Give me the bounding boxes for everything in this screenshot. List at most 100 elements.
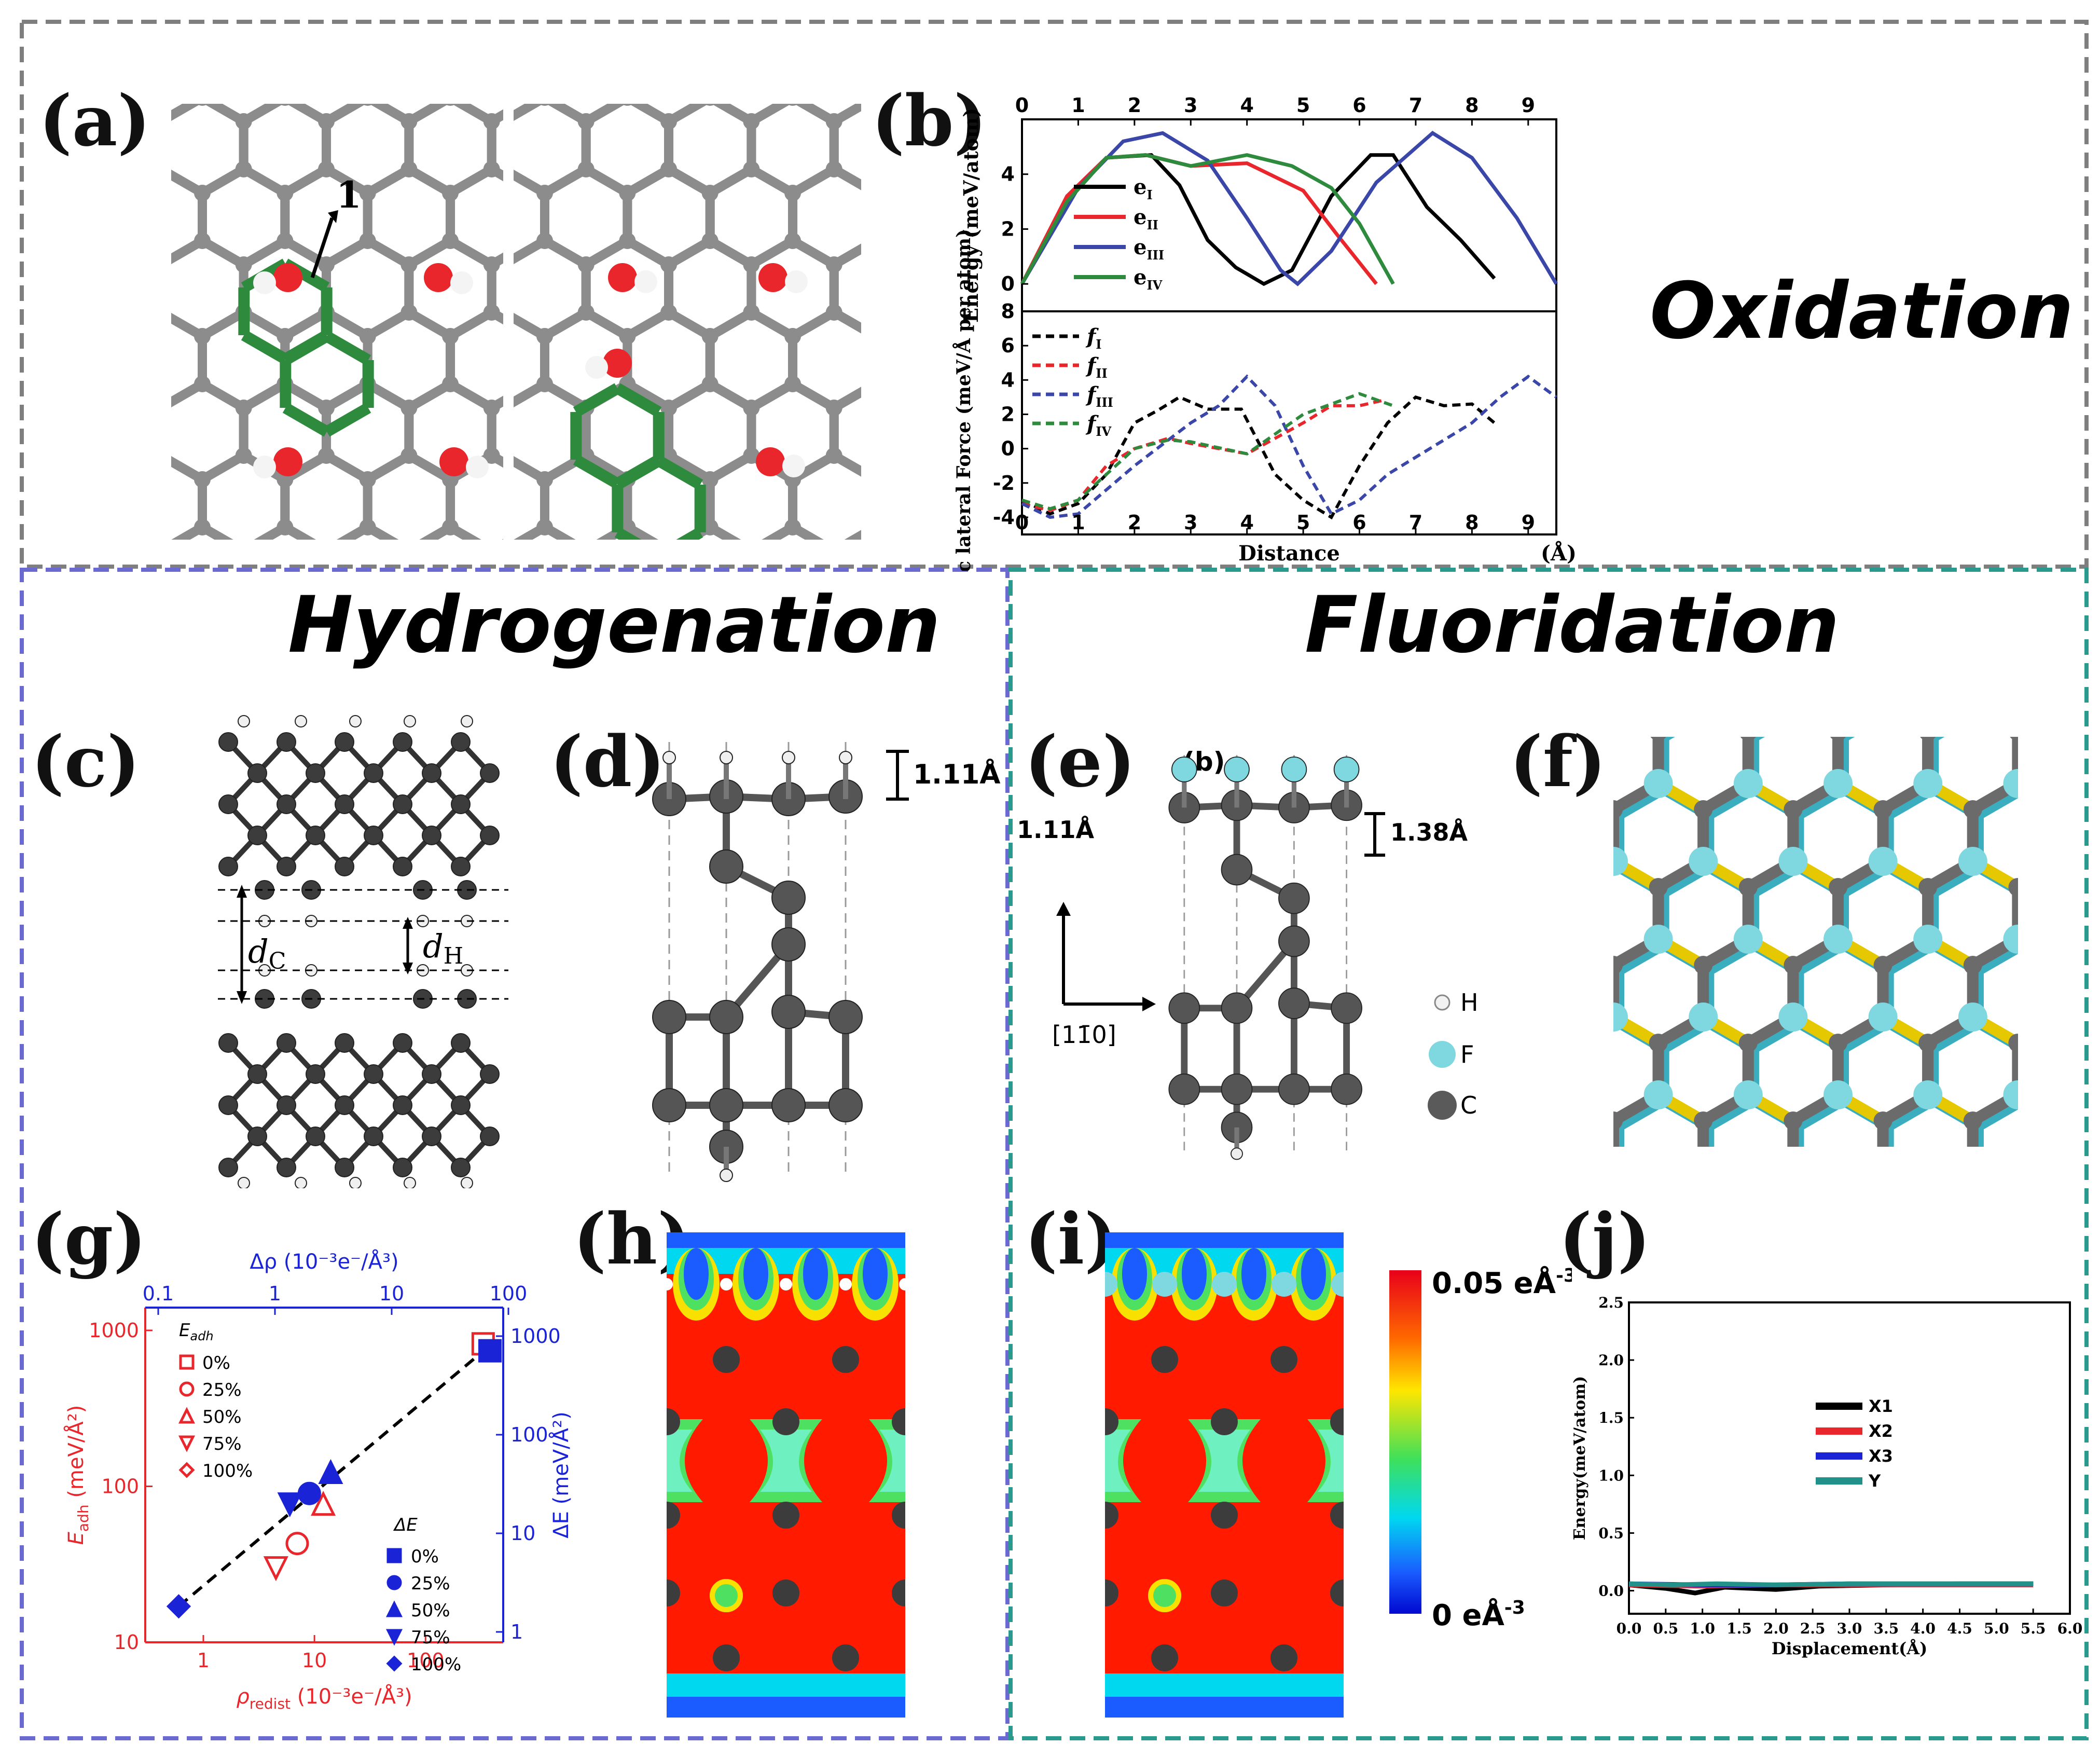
carbon-atom [318,256,335,273]
x-tick-label: 0 [1015,94,1029,117]
y-tick-label: -4 [993,506,1015,529]
legend-marker [385,1600,403,1617]
legend-marker [178,1435,196,1452]
x-tick-label: 5 [1296,511,1310,534]
carbon-atom [442,376,459,392]
density-lobe [684,1248,709,1300]
panel-d-atoms [652,742,863,1182]
carbon-atom [1613,800,1623,819]
carbon-atom [400,447,418,464]
density-lobe [743,1248,768,1300]
carbon-atom [235,113,252,130]
y2-axis-label: ΔE (meV/Å²) [548,1411,573,1538]
hydrogenation-border [20,568,1010,1740]
legend-label: 0% [411,1546,439,1567]
carbon-atom [483,447,500,464]
carbon-atom [772,1502,799,1529]
carbon-atom [1963,800,1982,819]
carbon-atom [2008,878,2018,897]
series-f_I [1021,395,1496,520]
hydrogen-atom [720,1278,733,1290]
panel-e-atoms [1168,755,1362,1160]
fluorine-atom [2003,769,2018,798]
carbon-atom [364,1127,383,1146]
panel-c-atoms [218,715,508,1188]
fluorine-atom [1224,756,1250,782]
section-title-oxidation: Oxidation [1650,266,2074,356]
carbon-atom [277,1158,296,1177]
carbon-atom [218,1095,238,1115]
hydrogen-atom [667,1278,673,1290]
carbon-atom [701,376,719,392]
bond-length-marker [886,750,909,801]
x-tick-label: 1 [1071,511,1085,534]
carbon-atom [771,881,806,915]
carbon-atom [536,376,553,392]
hydrogen-atom [720,751,733,764]
series-e_III [1020,131,1558,286]
x-tick-label: 1 [197,1649,210,1672]
legend-label: 50% [202,1407,242,1427]
carbon-atom [218,1158,238,1177]
carbon-atom [480,763,500,783]
data-point-de [166,1594,191,1619]
y-tick-label: 0.5 [1598,1524,1624,1542]
fluorine-atom [1331,1272,1344,1297]
y-tick-label: 1.0 [1598,1467,1624,1484]
legend-f-label: F [1460,1040,1474,1068]
carbon-atom [784,519,802,535]
fluorine-atom [1689,1002,1718,1032]
series-e_IV [1020,153,1395,285]
y-axis-label: Static lateral Force (meV/Å per atom) [953,229,975,571]
fluorine-atom [1913,925,1943,954]
x-tick-label: 1.0 [1690,1620,1715,1637]
density-waist [1318,1430,1344,1492]
hydrogen-atom [839,1278,852,1290]
carbon-atom [445,104,456,106]
hydrogen-atom [634,270,657,293]
legend-f-atom [1429,1041,1456,1068]
y-tick-label: 4 [1001,368,1015,391]
hydrogen-atom [785,270,808,293]
fluorine-atom [1152,1272,1177,1297]
carbon-atom [784,232,802,249]
data-point-de [277,1492,302,1518]
fluorine-atom [1823,1080,1853,1109]
carbon-atom [536,232,553,249]
carbon-atom [480,826,500,845]
x-tick-label: 3 [1184,94,1197,117]
oxygen-atom [758,263,788,292]
carbon-atom [660,256,678,273]
carbon-atom [247,1064,267,1084]
y-tick-label: 10 [114,1631,139,1654]
density-bottom-band [667,1673,905,1697]
carbon-atom [393,1095,412,1115]
fluorine-atom [1733,769,1763,798]
legend-label: 100% [411,1654,461,1675]
site-arrow [310,217,334,279]
highlight-bond [614,527,642,540]
carbon-atom [1270,1644,1297,1671]
x-tick-label: 1.5 [1726,1620,1752,1637]
x-tick-label: 6 [1352,511,1366,534]
legend-label: eIV [1134,265,1163,293]
x2-tick-label: 10 [379,1282,404,1305]
carbon-atom [218,732,238,752]
fluorine-atom [1643,925,1673,954]
panel-label-g: (g) [31,1198,147,1280]
carbon-atom [318,447,335,464]
colorbar-min-label: 0 eÅ-3 [1432,1597,1525,1629]
panel-label-b: (b) [872,79,987,162]
bond-length-marker [1364,812,1385,857]
oxygen-atom [439,447,468,476]
y-tick-label: 1.5 [1598,1409,1624,1426]
panel-f-topview [1613,737,2018,1147]
legend-marker [179,1381,195,1397]
carbon-atom [621,104,633,106]
density-lobe [1301,1248,1326,1300]
carbon-atom [318,161,335,177]
x-tick-label: 4 [1240,511,1253,534]
carbon-atom [784,376,802,392]
y-tick-label: 1000 [89,1319,139,1342]
